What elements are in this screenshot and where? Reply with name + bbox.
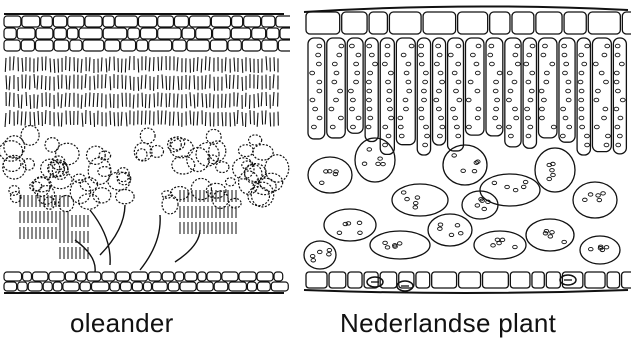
caption-nederlandse-plant: Nederlandse plant (340, 308, 556, 339)
oleander-leaf-section: oleander (0, 0, 290, 345)
dutch-plant-leaf-section: Nederlandse plant (300, 0, 631, 345)
oleander-cross-section-drawing (0, 0, 290, 300)
dutch-plant-cross-section-drawing (300, 0, 631, 300)
caption-oleander: oleander (70, 308, 174, 339)
